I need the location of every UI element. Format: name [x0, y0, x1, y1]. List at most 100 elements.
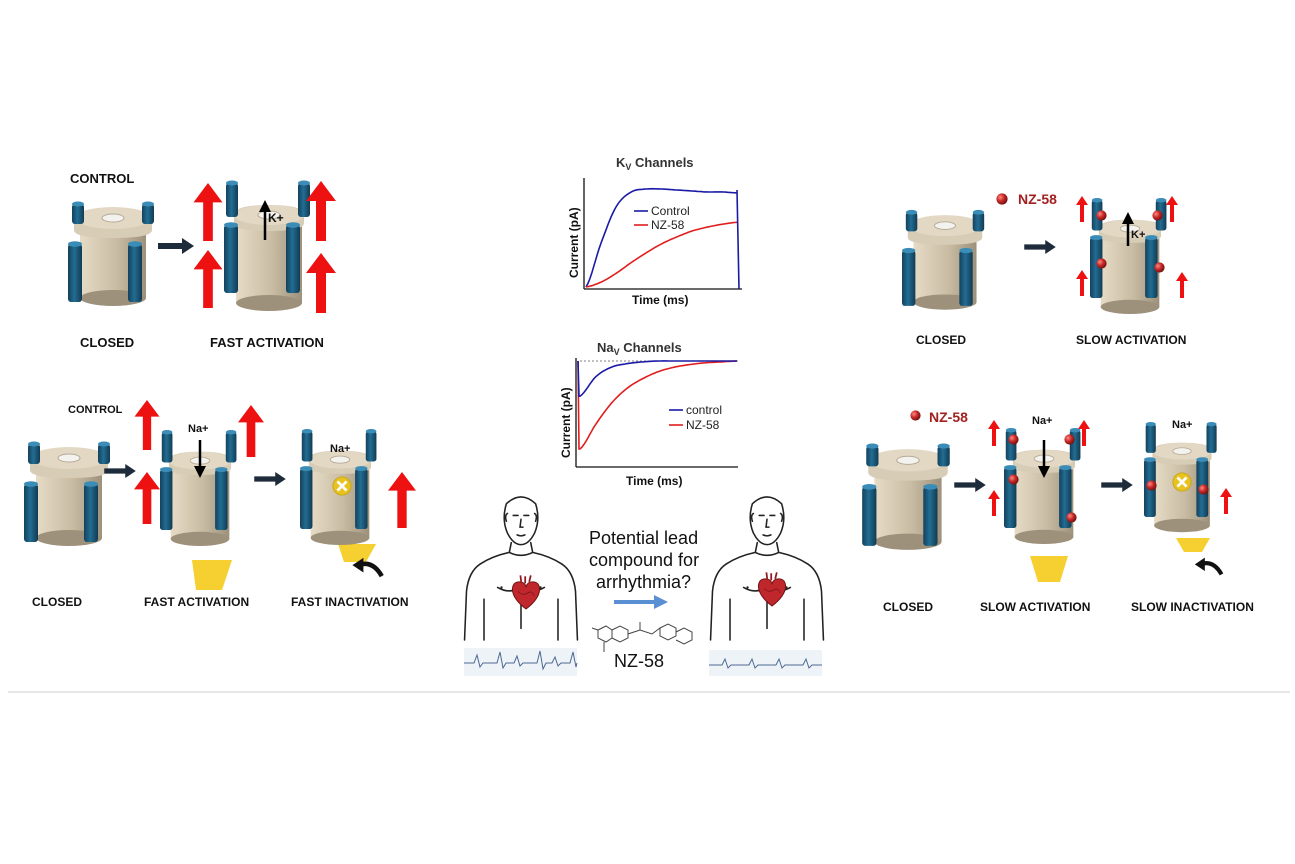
- dark-arrow-icon: [1101, 478, 1133, 492]
- slow-inactivation-label: SLOW INACTIVATION: [1131, 600, 1254, 614]
- heart-icon: [511, 574, 541, 610]
- closed-label: CLOSED: [80, 335, 134, 350]
- nz58-trace: [585, 221, 738, 288]
- ecg-strip-after: [709, 650, 822, 676]
- kv-chart: KV Channels Control NZ-58 Time (ms) Curr…: [567, 155, 742, 307]
- closed-label: CLOSED: [916, 333, 966, 347]
- dark-arrow-icon: [104, 464, 136, 478]
- patient-after-figure: [709, 496, 825, 641]
- closed-label: CLOSED: [883, 600, 933, 614]
- compound-ball-icon: [910, 410, 921, 421]
- blocked-icon: [1171, 471, 1193, 493]
- curved-arrow-icon: [1195, 558, 1222, 575]
- small-red-arrow-icon: [1176, 272, 1188, 298]
- legend-control: Control: [651, 204, 690, 218]
- compound-ball-icon: [1146, 480, 1157, 491]
- compound-label: NZ-58: [929, 409, 968, 425]
- legend-nz58: NZ-58: [651, 218, 685, 232]
- ecg-strip-before: [464, 648, 577, 676]
- fast-inactivation-label: FAST INACTIVATION: [291, 595, 409, 609]
- chemical-structure-icon: [591, 622, 693, 652]
- slow-activation-label: SLOW ACTIVATION: [1076, 333, 1186, 347]
- nav-closed-channel: [861, 443, 951, 551]
- fast-activation-label: FAST ACTIVATION: [144, 595, 249, 609]
- dark-arrow-icon: [954, 478, 986, 492]
- control-trace: [585, 187, 738, 288]
- slow-activation-label: SLOW ACTIVATION: [980, 600, 1090, 614]
- ion-label: K+: [268, 211, 284, 225]
- nav-closed-channel: [23, 441, 111, 547]
- control-label: CONTROL: [68, 404, 123, 416]
- compound-ball-icon: [1096, 210, 1107, 221]
- fast-activation-label: FAST ACTIVATION: [210, 335, 324, 350]
- y-axis-label: Current (pA): [559, 387, 573, 458]
- legend-control: control: [686, 403, 722, 417]
- nav-nz58-panel: NZ-58 Na+ Na+ CLOSED SLOW ACTIVATION SLO…: [861, 409, 1254, 614]
- red-up-arrow-icon: [193, 250, 223, 308]
- compound-ball-icon: [1152, 210, 1163, 221]
- red-up-arrow-icon: [134, 400, 160, 450]
- compound-label: NZ-58: [614, 651, 664, 671]
- ecg-normal-trace: [709, 657, 822, 669]
- dark-arrow-icon: [254, 472, 286, 486]
- control-label: CONTROL: [70, 171, 134, 186]
- inactivation-gate: [192, 560, 232, 590]
- closed-label: CLOSED: [32, 595, 82, 609]
- inactivation-gate: [338, 544, 376, 562]
- y-axis-label: Current (pA): [567, 207, 581, 278]
- compound-ball-icon: [996, 193, 1008, 205]
- heart-icon: [757, 571, 787, 607]
- compound-ball-icon: [1198, 484, 1209, 495]
- red-up-arrow-icon: [388, 472, 416, 528]
- chart-title: KV Channels: [616, 155, 694, 172]
- treatment-arrow-icon: [614, 595, 668, 609]
- small-red-arrow-icon: [1166, 196, 1178, 222]
- nav-slow-open-channel: [1003, 427, 1081, 545]
- nav-control-panel: CONTROL Na+ Na+ CLOSED FAST ACTIVATION F…: [23, 400, 416, 609]
- nav-open-channel: [159, 429, 237, 547]
- tail-current: [736, 189, 740, 290]
- x-axis-label: Time (ms): [626, 474, 682, 488]
- compound-ball-icon: [1008, 474, 1019, 485]
- ion-label: Na+: [1172, 419, 1193, 431]
- small-red-arrow-icon: [988, 420, 1000, 446]
- question-line-1: Potential lead: [589, 528, 698, 548]
- inactivation-gate: [1030, 556, 1068, 582]
- inactivation-gate: [1176, 538, 1210, 552]
- kv-closed-channel: [901, 209, 985, 311]
- red-up-arrow-icon: [193, 183, 223, 241]
- kv-nz58-panel: NZ-58 K+ CLOSED SLOW ACTIVATION: [901, 191, 1188, 347]
- x-axis-label: Time (ms): [632, 293, 688, 307]
- red-up-arrow-icon: [134, 472, 160, 524]
- arrhythmia-panel: Potential lead compound for arrhythmia? …: [463, 496, 825, 676]
- question-line-3: arrhythmia?: [596, 572, 691, 592]
- dark-arrow-icon: [1024, 240, 1056, 254]
- red-up-arrow-icon: [306, 181, 336, 241]
- patient-before-figure: [463, 496, 579, 641]
- compound-label: NZ-58: [1018, 191, 1057, 207]
- compound-ball-icon: [1064, 434, 1075, 445]
- ion-label: Na+: [1032, 415, 1053, 427]
- ion-label: Na+: [330, 443, 351, 455]
- kv-open-channel: [223, 180, 311, 312]
- compound-ball-icon: [1096, 258, 1107, 269]
- question-line-2: compound for: [589, 550, 699, 570]
- red-up-arrow-icon: [306, 253, 336, 313]
- kv-control-panel: CONTROL K+ CLOSED FAST ACTIVATION: [67, 171, 336, 350]
- compound-ball-icon: [1066, 512, 1077, 523]
- ion-label: Na+: [188, 423, 209, 435]
- dark-arrow-icon: [158, 238, 194, 254]
- legend-nz58: NZ-58: [686, 418, 720, 432]
- small-red-arrow-icon: [1076, 270, 1088, 296]
- compound-ball-icon: [1154, 262, 1165, 273]
- small-red-arrow-icon: [1076, 196, 1088, 222]
- kv-closed-channel: [67, 201, 155, 307]
- ecg-irregular-trace: [464, 650, 578, 671]
- ion-label: K+: [1131, 229, 1145, 241]
- nav-chart: NaV Channels control NZ-58 Time (ms) Cur…: [559, 340, 738, 488]
- red-up-arrow-icon: [238, 405, 264, 457]
- compound-ball-icon: [1008, 434, 1019, 445]
- small-red-arrow-icon: [988, 490, 1000, 516]
- control-trace: [577, 360, 737, 397]
